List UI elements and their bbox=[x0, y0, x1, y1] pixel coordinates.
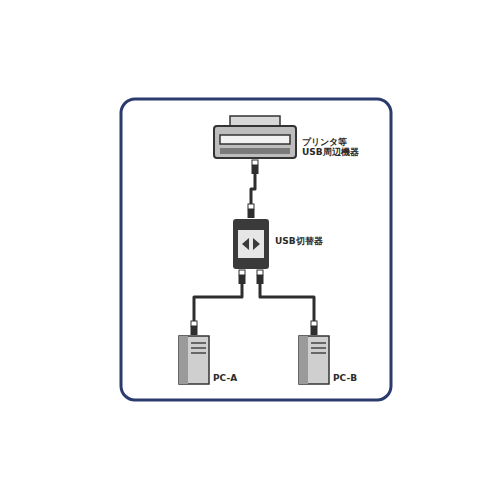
switch-icon bbox=[232, 218, 270, 270]
border-frame bbox=[121, 99, 391, 400]
usb-plug bbox=[257, 270, 264, 284]
usb-cable bbox=[194, 270, 242, 335]
usb-plug bbox=[239, 270, 246, 284]
pc-node: PC-A bbox=[178, 335, 210, 385]
switch-node: USB切替器 bbox=[232, 218, 270, 270]
printer-node: プリンタ等 USB周辺機器 bbox=[212, 115, 298, 160]
device-label: PC-B bbox=[332, 373, 370, 383]
device-label: USB切替器 bbox=[274, 236, 336, 246]
usb-plug bbox=[252, 160, 259, 174]
pc-node: PC-B bbox=[298, 335, 330, 385]
device-label: PC-A bbox=[212, 373, 250, 383]
printer-icon bbox=[212, 115, 298, 160]
pc-icon bbox=[178, 335, 210, 385]
pc-icon bbox=[298, 335, 330, 385]
device-label: プリンタ等 USB周辺機器 bbox=[301, 137, 365, 158]
usb-plug bbox=[191, 321, 198, 335]
usb-plug bbox=[311, 321, 318, 335]
usb-plug bbox=[248, 204, 255, 218]
usb-cable bbox=[260, 270, 314, 335]
